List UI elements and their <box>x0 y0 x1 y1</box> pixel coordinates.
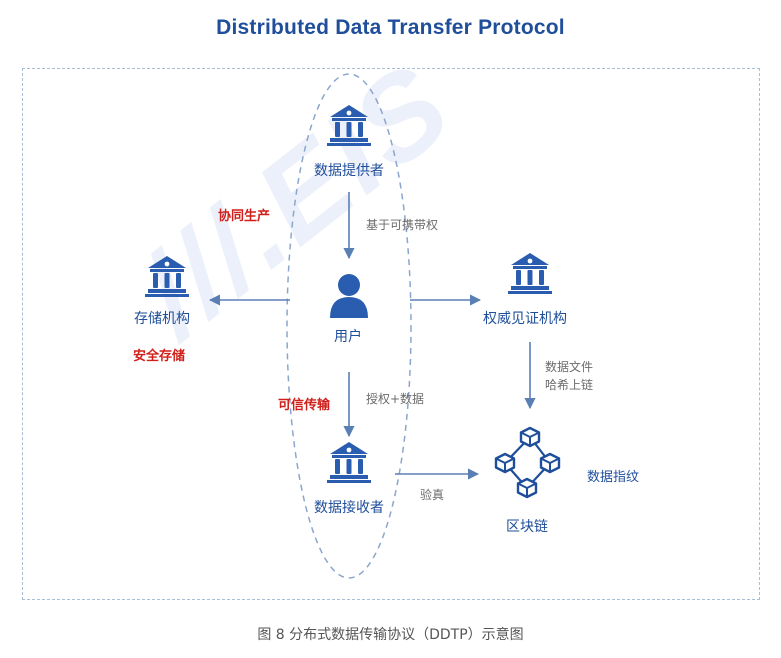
receiver-label: 数据接收者 <box>314 500 384 516</box>
portable-auth-note: 基于可携带权 <box>366 218 439 232</box>
secure-storage-highlight: 安全存储 <box>133 349 186 364</box>
figure-caption: 图 8 分布式数据传输协议（DDTP）示意图 <box>257 627 524 643</box>
verify-note: 验真 <box>420 488 445 502</box>
fingerprint-label: 数据指纹 <box>587 470 640 485</box>
user-label: 用户 <box>334 329 362 345</box>
co-produce-highlight: 协同生产 <box>218 209 271 224</box>
blockchain-icon <box>494 426 561 499</box>
user-icon <box>330 274 368 318</box>
storage-label: 存储机构 <box>134 311 190 327</box>
receiver-icon <box>327 442 371 483</box>
auth-data-note: 授权+数据 <box>366 392 425 406</box>
authority-icon <box>508 253 552 294</box>
blockchain-label: 区块链 <box>506 519 548 535</box>
diagram-frame <box>22 68 760 600</box>
hash-note-line2: 哈希上链 <box>545 378 594 392</box>
authority-label: 权威见证机构 <box>483 311 567 327</box>
storage-icon <box>145 256 189 297</box>
data-provider-label: 数据提供者 <box>314 163 384 179</box>
hash-note-line1: 数据文件 <box>545 360 594 374</box>
diagram-title: Distributed Data Transfer Protocol <box>216 16 565 39</box>
core-ellipse <box>286 73 412 579</box>
trusted-transfer-highlight: 可信传输 <box>278 398 331 413</box>
data-provider-icon <box>327 105 371 146</box>
